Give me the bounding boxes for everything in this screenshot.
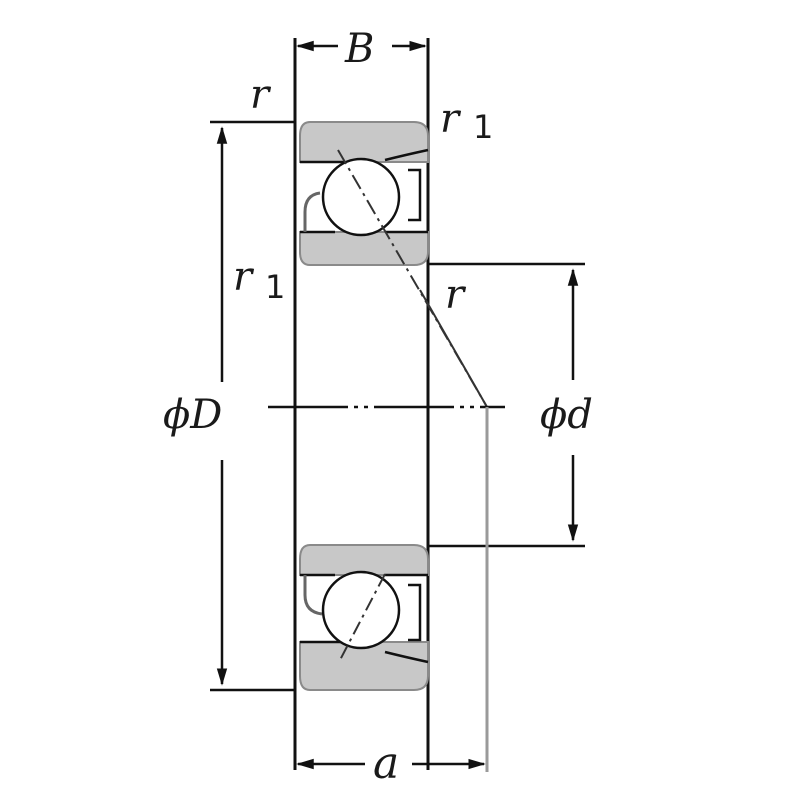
label-B: B — [344, 26, 374, 72]
ball-top — [321, 157, 401, 237]
label-r1-top-right-sub: 1 — [473, 108, 493, 146]
dimension-phiD — [210, 112, 297, 700]
label-phid: ϕd — [540, 392, 593, 438]
inner-ring-bottom — [299, 544, 429, 576]
inner-ring-top — [299, 231, 429, 266]
top-bearing-section — [299, 121, 429, 266]
label-r1-top-right: r — [440, 96, 462, 142]
label-a: a — [373, 738, 399, 789]
bottom-bearing-section — [299, 544, 429, 691]
ball-bottom — [321, 570, 401, 650]
label-r1-left-sub: 1 — [265, 268, 285, 306]
outer-ring-top — [299, 121, 429, 163]
label-r-top-left: r — [250, 72, 272, 118]
label-r1-left: r — [233, 254, 255, 300]
dimension-phid — [428, 262, 585, 548]
outer-ring-bottom — [299, 641, 429, 691]
label-r-right: r — [445, 272, 467, 318]
label-phiD: ϕD — [163, 392, 222, 438]
